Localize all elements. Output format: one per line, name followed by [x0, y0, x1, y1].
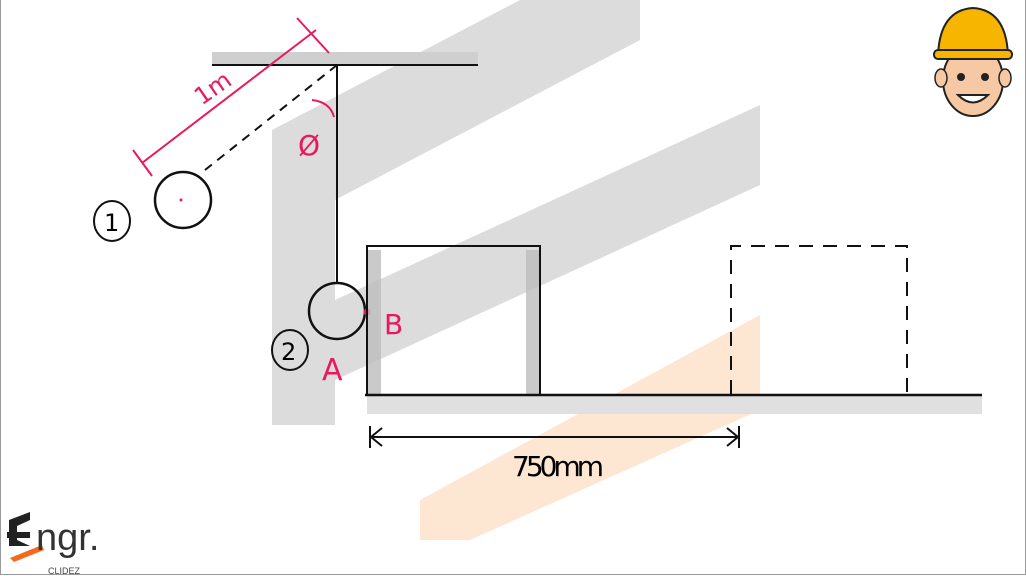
length-label: 1m — [189, 66, 237, 111]
engineer-mascot-icon — [933, 6, 1013, 117]
position-2-label: 2 — [281, 338, 296, 366]
pendulum-string-dashed — [204, 64, 338, 171]
point-b-label: B — [384, 308, 403, 341]
logo-text: ngr. — [36, 517, 99, 559]
pendulum-ball-position-1 — [153, 170, 213, 230]
block-final-position — [730, 245, 908, 394]
distance-dimension — [369, 426, 740, 448]
length-dimension — [132, 17, 335, 177]
logo-subtext: CLIDEZ — [48, 566, 81, 576]
block — [366, 245, 541, 394]
floor-hatch — [367, 396, 982, 414]
watermark — [272, 0, 760, 540]
position-2-circle — [271, 329, 309, 371]
distance-label: 750mm — [512, 450, 604, 483]
angle-label: Ø — [298, 129, 320, 162]
engr-clidez-logo: ngr. CLIDEZ — [7, 512, 99, 576]
point-a-label: A — [322, 353, 343, 388]
ceiling-hatch — [212, 52, 478, 64]
position-1-label: 1 — [104, 209, 119, 237]
position-1-circle — [93, 200, 131, 242]
